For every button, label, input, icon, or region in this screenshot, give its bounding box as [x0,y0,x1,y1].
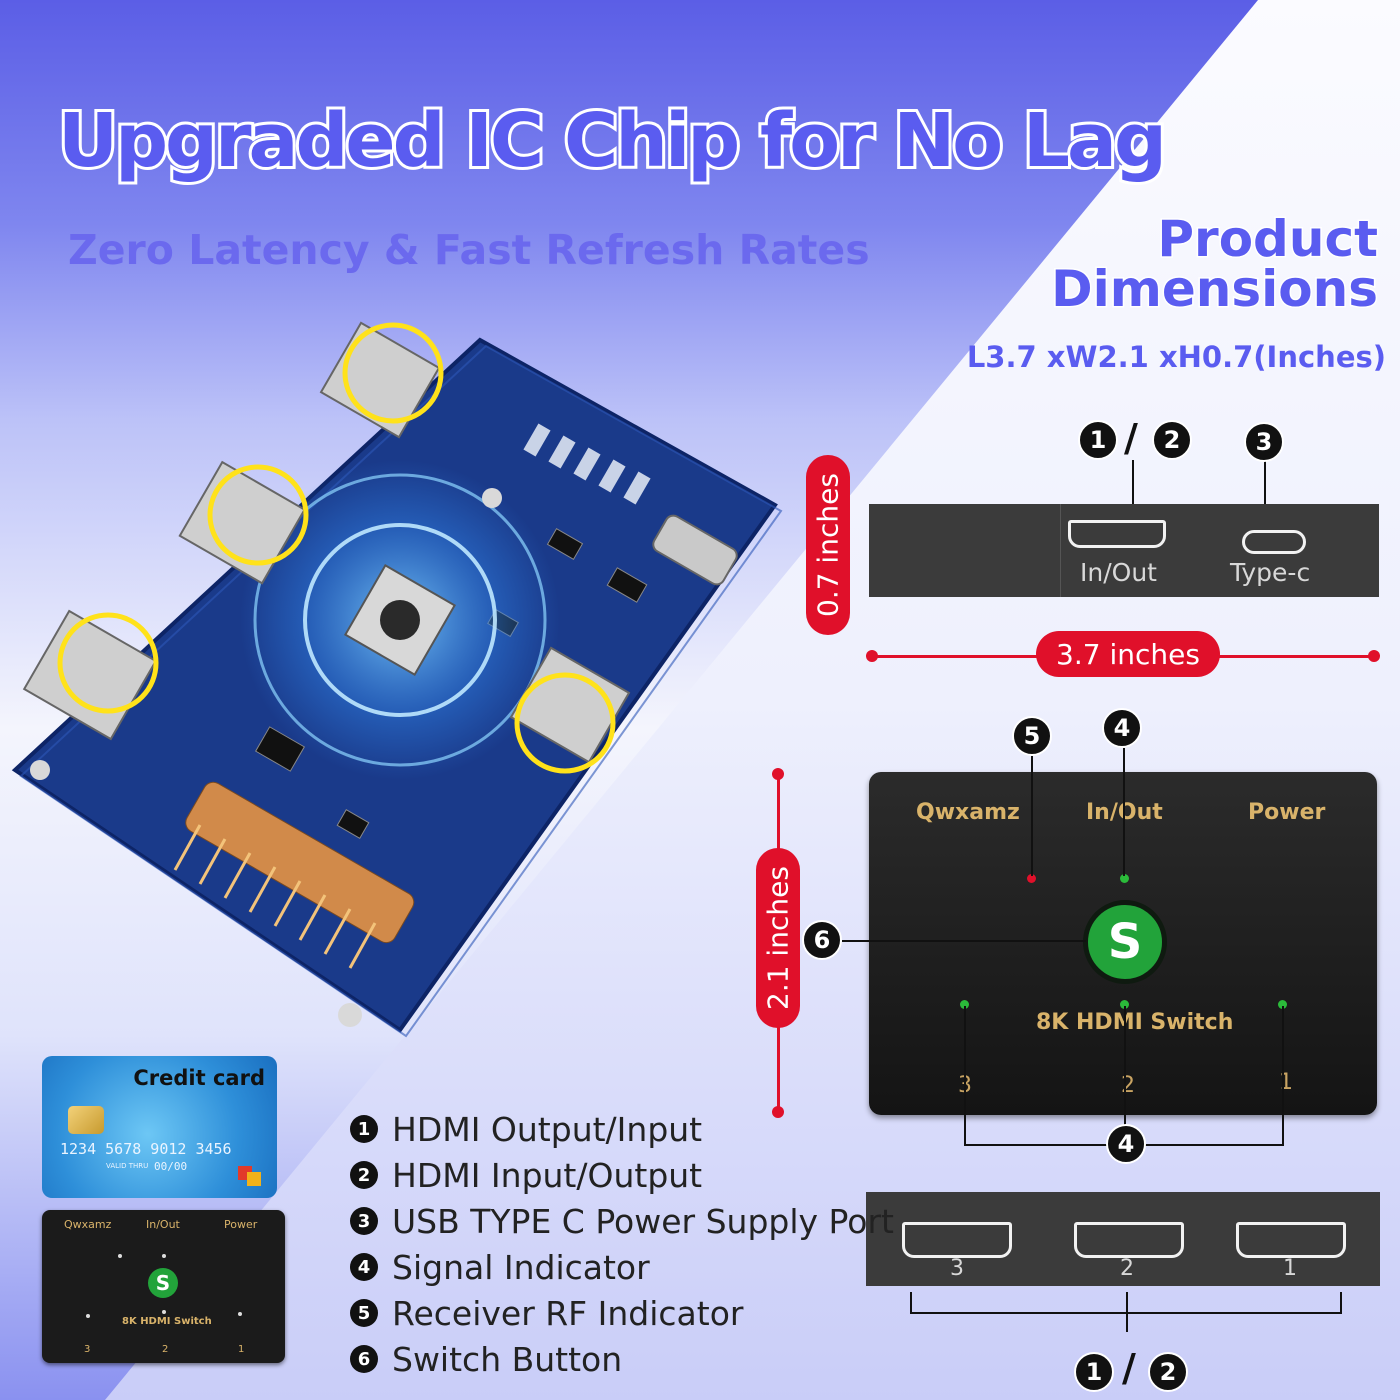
dimension-endpoint [866,650,878,662]
mini-switch-button: S [148,1268,178,1298]
mini-label-brand: Qwxamz [64,1218,112,1231]
leader-line [842,940,1086,942]
card-chip-icon [68,1106,104,1134]
mini-led [86,1314,90,1318]
mini-port-2: 2 [162,1344,169,1355]
mini-port-1: 1 [238,1344,245,1355]
legend-text: HDMI Input/Output [392,1155,703,1195]
mini-led [162,1310,166,1314]
legend-number: 1 [350,1115,378,1143]
leader-line [1282,1006,1284,1146]
leader-line [1340,1292,1342,1312]
dimension-endpoint [772,1106,784,1118]
mini-led [118,1254,122,1258]
legend-number: 2 [350,1161,378,1189]
leader-line [1264,460,1266,504]
type-c-port-icon [1242,530,1306,554]
bottom-port-3: 3 [950,1256,964,1281]
marker-1-bottom: 1 [1074,1352,1114,1392]
leader-line [1126,1292,1128,1332]
card-expiry: 00/00 [154,1160,188,1173]
legend-item: 6 Switch Button [350,1336,894,1382]
length-dimension-badge: 3.7 inches [1036,631,1220,677]
rf-indicator-led [1027,874,1036,883]
marker-3: 3 [1244,422,1284,462]
marker-4: 4 [1102,708,1142,748]
bottom-port-1: 1 [1283,1256,1297,1281]
hdmi-port-3-icon [902,1222,1012,1258]
signal-led-2 [1120,1000,1129,1009]
leader-line [1123,748,1125,876]
pd-title-line1: Product [1156,210,1380,268]
side-inout-label: In/Out [1080,558,1157,587]
marker-1: 1 [1078,420,1118,460]
mini-switch-image: Qwxamz In/Out Power S 8K HDMI Switch 3 2… [42,1210,285,1363]
dimension-endpoint [772,768,784,780]
signal-led-1 [1278,1000,1287,1009]
card-logo-icon [247,1172,261,1186]
leader-line [1132,460,1134,504]
hdmi-port-2-icon [1074,1222,1184,1258]
legend-text: Receiver RF Indicator [392,1293,744,1333]
mini-device-name: 8K HDMI Switch [122,1316,212,1327]
width-dimension-badge: 2.1 inches [756,848,800,1028]
marker-6: 6 [802,920,842,960]
mini-port-3: 3 [84,1344,91,1355]
marker-slash: / [1124,416,1138,460]
legend-item: 2 HDMI Input/Output [350,1152,894,1198]
card-number: 1234 5678 9012 3456 [60,1140,232,1158]
mini-led [162,1254,166,1258]
page-subtitle: Zero Latency & Fast Refresh Rates [68,226,870,274]
legend-number: 5 [350,1299,378,1327]
legend-item: 5 Receiver RF Indicator [350,1290,894,1336]
dimension-endpoint [1368,650,1380,662]
pcb-board-image [11,321,783,1038]
legend-text: Signal Indicator [392,1247,650,1287]
inout-indicator-led [1120,874,1129,883]
marker-2-bottom: 2 [1148,1352,1188,1392]
side-typec-label: Type-c [1230,558,1311,587]
mini-label-power: Power [224,1218,258,1231]
card-valid-label: VALID THRU [106,1162,149,1170]
signal-led-3 [960,1000,969,1009]
legend-number: 4 [350,1253,378,1281]
legend-text: USB TYPE C Power Supply Port [392,1201,894,1241]
height-dimension-badge: 0.7 inches [806,455,850,635]
leader-line [910,1292,912,1312]
product-dimensions-value: L3.7 xW2.1 xH0.7(Inches) [966,340,1386,374]
legend-number: 3 [350,1207,378,1235]
leader-line [1031,756,1033,876]
legend-text: HDMI Output/Input [392,1109,703,1149]
legend-text: Switch Button [392,1339,623,1379]
side-hdmi-port-icon [1068,520,1166,548]
bottom-view-panel [866,1192,1380,1286]
bottom-port-2: 2 [1120,1256,1134,1281]
front-label-brand: Qwxamz [916,800,1020,825]
legend-item: 4 Signal Indicator [350,1244,894,1290]
page-title: Upgraded IC Chip for No Lag [55,95,1170,187]
legend-item: 3 USB TYPE C Power Supply Port [350,1198,894,1244]
device-name-label: 8K HDMI Switch [1036,1010,1234,1035]
mini-led [238,1312,242,1316]
hdmi-port-1-icon [1236,1222,1346,1258]
legend-number: 6 [350,1345,378,1373]
front-label-power: Power [1248,800,1326,825]
legend-item: 1 HDMI Output/Input [350,1106,894,1152]
leader-line [964,1006,966,1146]
product-dimensions-title: Product Dimensions [1050,210,1380,318]
marker-4-bottom: 4 [1106,1124,1146,1164]
marker-5: 5 [1012,716,1052,756]
credit-card-image: Credit card 1234 5678 9012 3456 VALID TH… [42,1056,277,1198]
mini-label-inout: In/Out [146,1218,180,1231]
marker-slash: / [1122,1346,1136,1390]
credit-card-title: Credit card [133,1066,265,1090]
pd-title-line2: Dimensions [1050,260,1380,318]
side-view-divider [1060,504,1061,597]
leader-line [1124,1006,1126,1130]
marker-2: 2 [1152,420,1192,460]
switch-button: S [1083,900,1167,984]
